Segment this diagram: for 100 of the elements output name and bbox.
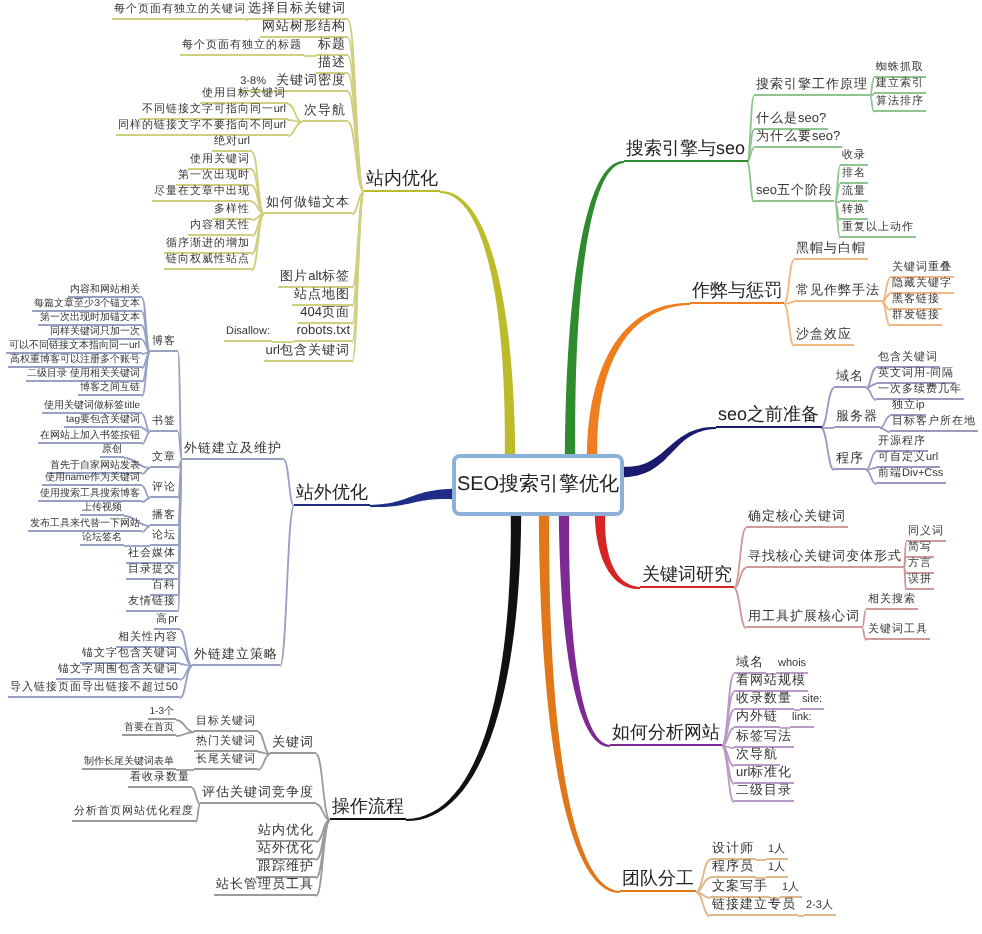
branch-line [251, 169, 265, 215]
branch-line [351, 191, 365, 215]
branch-topic: 团队分工 [620, 868, 696, 892]
branch-line [251, 201, 265, 215]
branch-line [141, 311, 151, 353]
branch-line [141, 351, 151, 383]
branch-line [881, 301, 891, 311]
branch-line [251, 151, 265, 215]
branch-line [195, 803, 201, 823]
branch-line [177, 431, 183, 461]
branch-line [141, 485, 151, 499]
main-branch-line [564, 161, 625, 454]
branch-line [695, 859, 711, 893]
branch-line [879, 427, 891, 433]
branch-line [834, 165, 841, 203]
branch-line [251, 185, 265, 215]
branch-line [793, 709, 801, 711]
branch-line [141, 427, 151, 433]
branch-line [175, 719, 195, 733]
branch-line [315, 819, 331, 879]
branch-line [141, 339, 151, 353]
branch-line [869, 95, 875, 113]
main-branch-line [586, 303, 690, 454]
branch-line [721, 673, 735, 747]
branch-line [315, 819, 331, 897]
branch-line [834, 201, 841, 239]
branch-line [141, 325, 151, 353]
branch-line [141, 497, 151, 503]
main-branch-line [558, 516, 611, 747]
branch-line [123, 457, 151, 469]
branch-line [251, 213, 265, 271]
branch-line [251, 213, 265, 237]
branch-line [287, 121, 303, 137]
branch-line [903, 557, 907, 569]
branch-line [869, 93, 875, 97]
branch-line [903, 567, 907, 575]
branch-line [881, 277, 891, 303]
branch-line [695, 891, 711, 917]
branch-line [721, 691, 735, 747]
branch-line [769, 897, 781, 899]
branch-line [834, 183, 841, 203]
branch-line [721, 745, 735, 803]
branch-line [347, 121, 365, 193]
branch-line [879, 415, 891, 429]
branch-line [765, 673, 777, 675]
branch-line [755, 859, 767, 861]
central-topic-box: SEO搜索引擎优化 [452, 454, 624, 516]
branch-topic: 关键词研究 [640, 564, 734, 588]
branch-topic: 如何分析网站 [610, 722, 722, 746]
branch-line [315, 753, 331, 821]
branch-line [287, 103, 303, 123]
branch-line [141, 351, 151, 369]
branch-line [834, 201, 841, 203]
main-branch-line [406, 516, 522, 821]
branch-line [820, 427, 835, 429]
branch-line [865, 367, 877, 389]
branch-line [177, 459, 183, 469]
branch-topic: 作弊与惩罚 [690, 280, 784, 304]
branch-line [123, 515, 151, 527]
branch-line [315, 803, 331, 821]
main-branch-line [538, 516, 621, 893]
main-branch-line [623, 427, 716, 478]
branch-topic: 站内优化 [364, 168, 440, 192]
branch-line [779, 727, 791, 729]
branch-line [746, 161, 755, 203]
branch-line [746, 129, 755, 163]
branch-line [869, 77, 875, 97]
branch-line [177, 459, 183, 527]
branch-line [175, 731, 195, 737]
branch-line [746, 147, 755, 163]
branch-line [271, 341, 296, 343]
branch-line [783, 301, 795, 305]
branch-line [903, 567, 907, 591]
branch-line [733, 527, 747, 589]
branch-line [315, 819, 331, 843]
branch-line [351, 191, 365, 289]
branch-line [177, 459, 183, 499]
branch-line [721, 745, 735, 767]
branch-topic: 搜索引擎与seo [624, 138, 748, 162]
branch-line [141, 351, 151, 355]
branch-line [141, 351, 151, 397]
branch-line [861, 609, 867, 629]
branch-line [141, 525, 151, 533]
branch-line [141, 467, 151, 475]
branch-line [746, 95, 755, 163]
branch-line [179, 629, 193, 667]
branch-line [733, 587, 747, 629]
main-branch-line [594, 516, 640, 590]
branch-line [303, 55, 317, 57]
branch-line [695, 877, 711, 893]
branch-line [141, 431, 151, 445]
branch-line [251, 213, 265, 221]
branch-line [283, 459, 295, 507]
branch-line [287, 119, 303, 123]
branch-line [865, 451, 877, 471]
branch-line [865, 469, 877, 485]
branch-line [695, 891, 711, 899]
branch-line [179, 665, 193, 699]
branch-line [141, 413, 151, 433]
branch-line [834, 201, 841, 221]
